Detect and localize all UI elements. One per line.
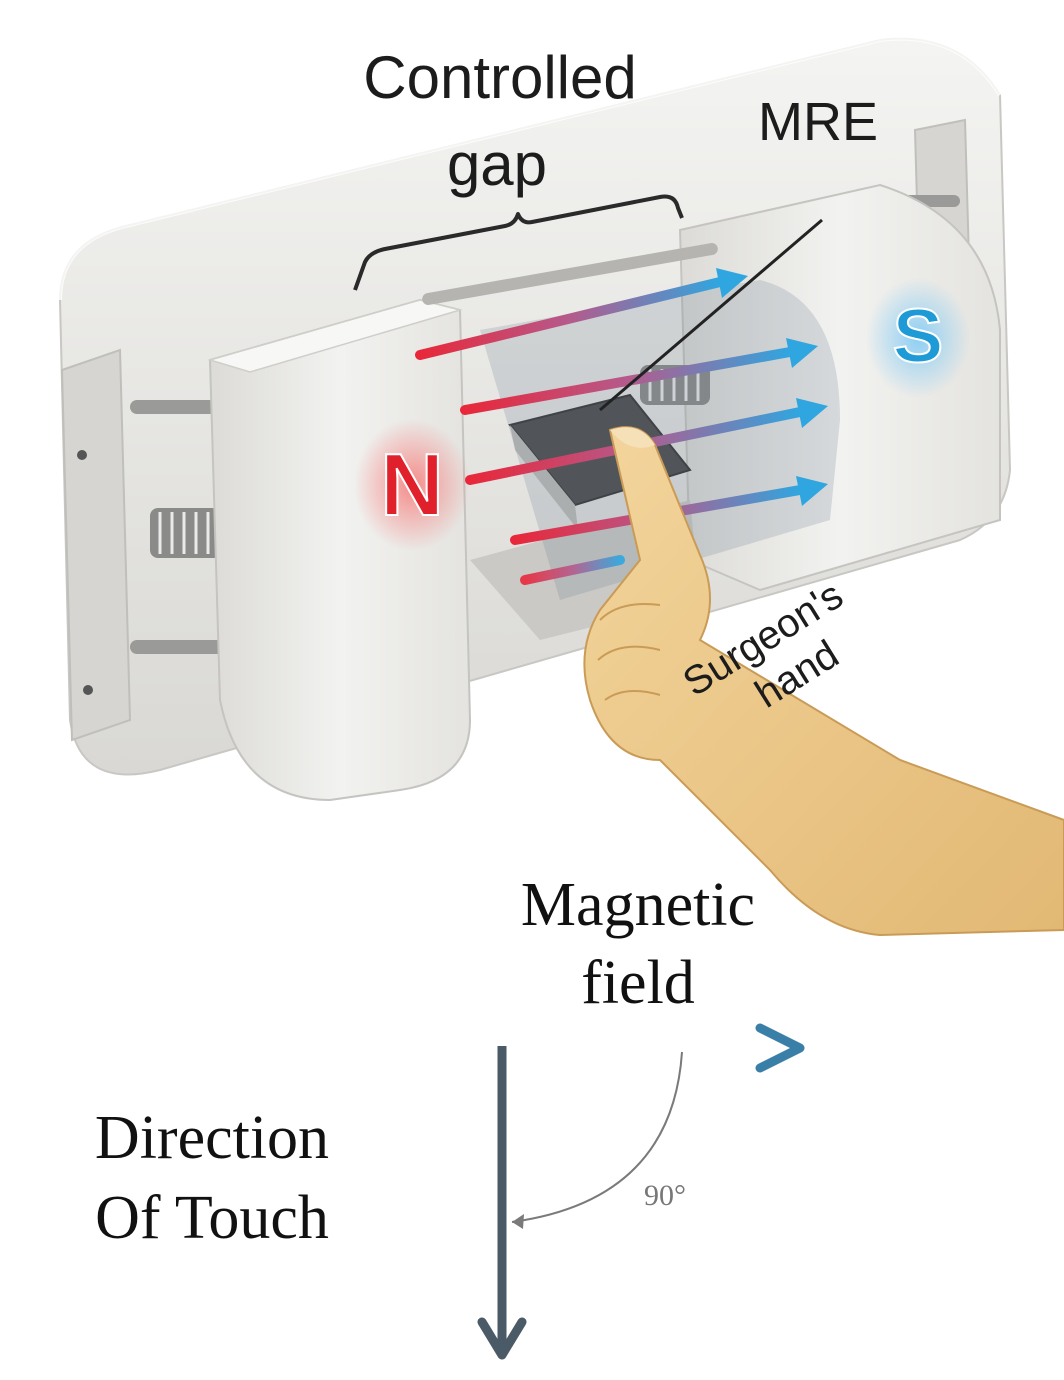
direction-of-touch-label-line1: Direction — [95, 1104, 329, 1172]
mre-label: MRE — [758, 92, 878, 152]
direction-of-touch-label-line2: Of Touch — [95, 1184, 329, 1252]
controlled-gap-label-line2: gap — [447, 131, 547, 198]
left-end-block — [62, 350, 130, 740]
device-illustration — [60, 39, 1064, 935]
controlled-gap-label-line1: Controlled — [363, 44, 637, 111]
north-magnet-block — [210, 300, 470, 800]
angle-label: 90° — [644, 1179, 686, 1212]
south-pole-label: S — [893, 294, 944, 379]
magnetic-field-label-line1: Magnetic — [521, 871, 755, 939]
direction-diagram: Magnetic field Direction Of Touch 90° — [95, 871, 800, 1355]
north-pole-label: N — [380, 435, 444, 534]
magnetic-field-label-line2: field — [581, 949, 695, 1017]
